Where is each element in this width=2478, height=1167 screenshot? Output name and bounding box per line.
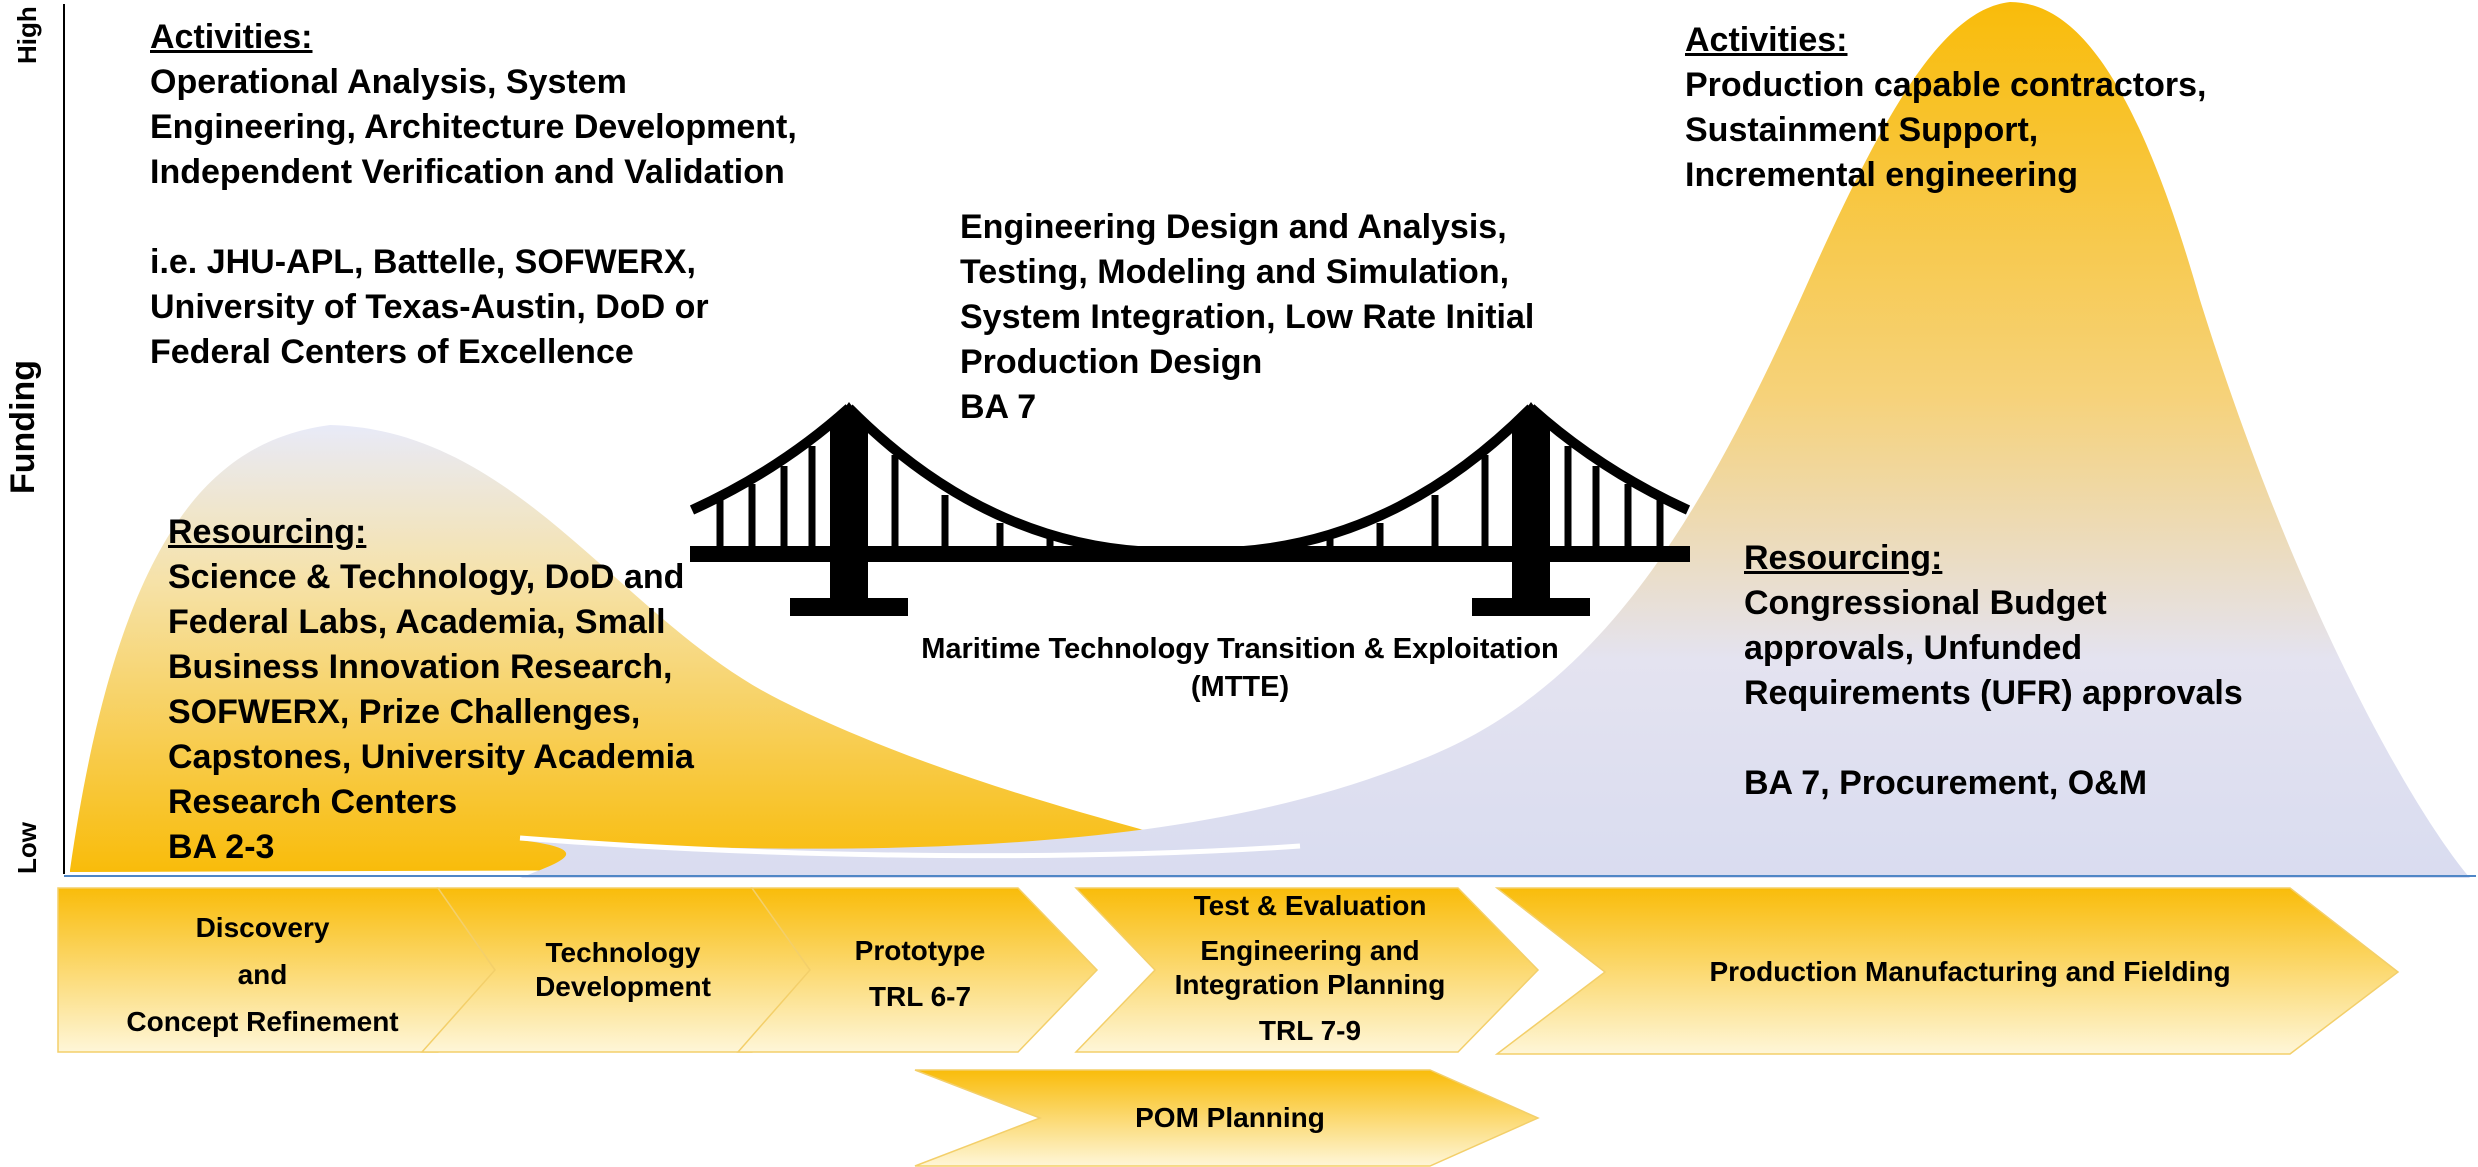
phase-label-line: Engineering and bbox=[1200, 935, 1420, 966]
phase-label-line: Discovery bbox=[195, 912, 330, 943]
right-activities-line: Production capable contractors, bbox=[1685, 66, 2207, 104]
axis-label-low: Low bbox=[12, 822, 42, 874]
pom-planning-label: POM Planning bbox=[1135, 1102, 1325, 1133]
axis-title-funding: Funding bbox=[4, 359, 42, 494]
left-activities-line: Independent Verification and Validation bbox=[150, 153, 785, 191]
phase-label-prototype: Prototype TRL 6-7 bbox=[810, 928, 1030, 1020]
center-line: Engineering Design and Analysis, bbox=[960, 208, 1507, 246]
left-resourcing-heading: Resourcing: bbox=[168, 513, 367, 551]
center-activities-block: Engineering Design and Analysis, Testing… bbox=[960, 205, 1534, 430]
left-resourcing-line: Business Innovation Research, bbox=[168, 648, 673, 686]
phase-label-line: Test & Evaluation bbox=[1193, 890, 1427, 921]
phase-label-line: Concept Refinement bbox=[126, 1006, 399, 1037]
center-line: BA 7 bbox=[960, 388, 1037, 426]
left-resourcing-line: Research Centers bbox=[168, 783, 458, 821]
phase-label-line: Integration Planning bbox=[1174, 969, 1446, 1000]
phase-chevron-test-evaluation bbox=[1074, 887, 1540, 1053]
phase-chevron-prototype bbox=[736, 887, 1099, 1053]
phase-label-line: Technology bbox=[545, 937, 701, 968]
right-resourcing-heading: Resourcing: bbox=[1744, 539, 1943, 577]
left-funding-curve bbox=[70, 425, 1350, 872]
left-activities-heading: Activities: bbox=[150, 18, 313, 56]
bridge-icon bbox=[689, 402, 1691, 616]
center-line: Testing, Modeling and Simulation, bbox=[960, 253, 1510, 291]
right-activities-line: Sustainment Support, bbox=[1685, 111, 2039, 149]
phase-label-test-evaluation: Test & Evaluation Engineering and Integr… bbox=[1130, 888, 1490, 1048]
right-activities-block: Activities: Production capable contracto… bbox=[1685, 18, 2206, 198]
right-activities-line: Incremental engineering bbox=[1685, 156, 2078, 194]
left-examples-line: University of Texas-Austin, DoD or bbox=[150, 288, 709, 326]
right-resourcing-block: Resourcing: Congressional Budget approva… bbox=[1744, 536, 2243, 806]
phase-label-line: TRL 7-9 bbox=[1258, 1015, 1362, 1046]
left-activities-block: Activities: Operational Analysis, System… bbox=[150, 15, 797, 375]
right-resourcing-line: approvals, Unfunded bbox=[1744, 629, 2083, 667]
right-resourcing-line: Requirements (UFR) approvals bbox=[1744, 674, 2243, 712]
phase-label-technology: Technology Development bbox=[488, 936, 758, 1004]
phase-label-line: TRL 6-7 bbox=[868, 981, 972, 1012]
center-line: System Integration, Low Rate Initial bbox=[960, 298, 1535, 336]
right-activities-heading: Activities: bbox=[1685, 21, 1848, 59]
left-resourcing-line: SOFWERX, Prize Challenges, bbox=[168, 693, 641, 731]
left-activities-line: Engineering, Architecture Development, bbox=[150, 108, 797, 146]
left-examples-line: Federal Centers of Excellence bbox=[150, 333, 634, 371]
curve-divider bbox=[519, 835, 1301, 859]
right-funding-curve bbox=[520, 2, 2470, 878]
right-resourcing-extra: BA 7, Procurement, O&M bbox=[1744, 764, 2148, 802]
phase-label-line: Prototype bbox=[854, 935, 986, 966]
phase-label-discovery: Discovery and Concept Refinement bbox=[90, 904, 435, 1045]
bridge-caption: Maritime Technology Transition & Exploit… bbox=[890, 630, 1590, 706]
left-resourcing-line: Federal Labs, Academia, Small bbox=[168, 603, 666, 641]
left-activities-line: Operational Analysis, System bbox=[150, 63, 627, 101]
left-resourcing-line: Capstones, University Academia bbox=[168, 738, 694, 776]
bridge-caption-line2: (MTTE) bbox=[1190, 671, 1290, 703]
right-resourcing-line: Congressional Budget bbox=[1744, 584, 2107, 622]
left-resourcing-block: Resourcing: Science & Technology, DoD an… bbox=[168, 510, 694, 870]
left-examples-line: i.e. JHU-APL, Battelle, SOFWERX, bbox=[150, 243, 696, 281]
bridge-caption-line1: Maritime Technology Transition & Exploit… bbox=[921, 633, 1559, 665]
axis-label-high: High bbox=[12, 6, 42, 64]
pom-planning-chevron bbox=[914, 1069, 1540, 1167]
left-resourcing-line: BA 2-3 bbox=[168, 828, 275, 866]
phase-label-production: Production Manufacturing and Fielding bbox=[1650, 955, 2290, 989]
phase-label-line: and bbox=[237, 959, 288, 990]
phase-label-line: Production Manufacturing and Fielding bbox=[1709, 956, 2231, 987]
phase-chevron-production bbox=[1494, 887, 2400, 1055]
left-resourcing-line: Science & Technology, DoD and bbox=[168, 558, 685, 596]
phase-label-line: Development bbox=[535, 971, 711, 1002]
center-line: Production Design bbox=[960, 343, 1263, 381]
